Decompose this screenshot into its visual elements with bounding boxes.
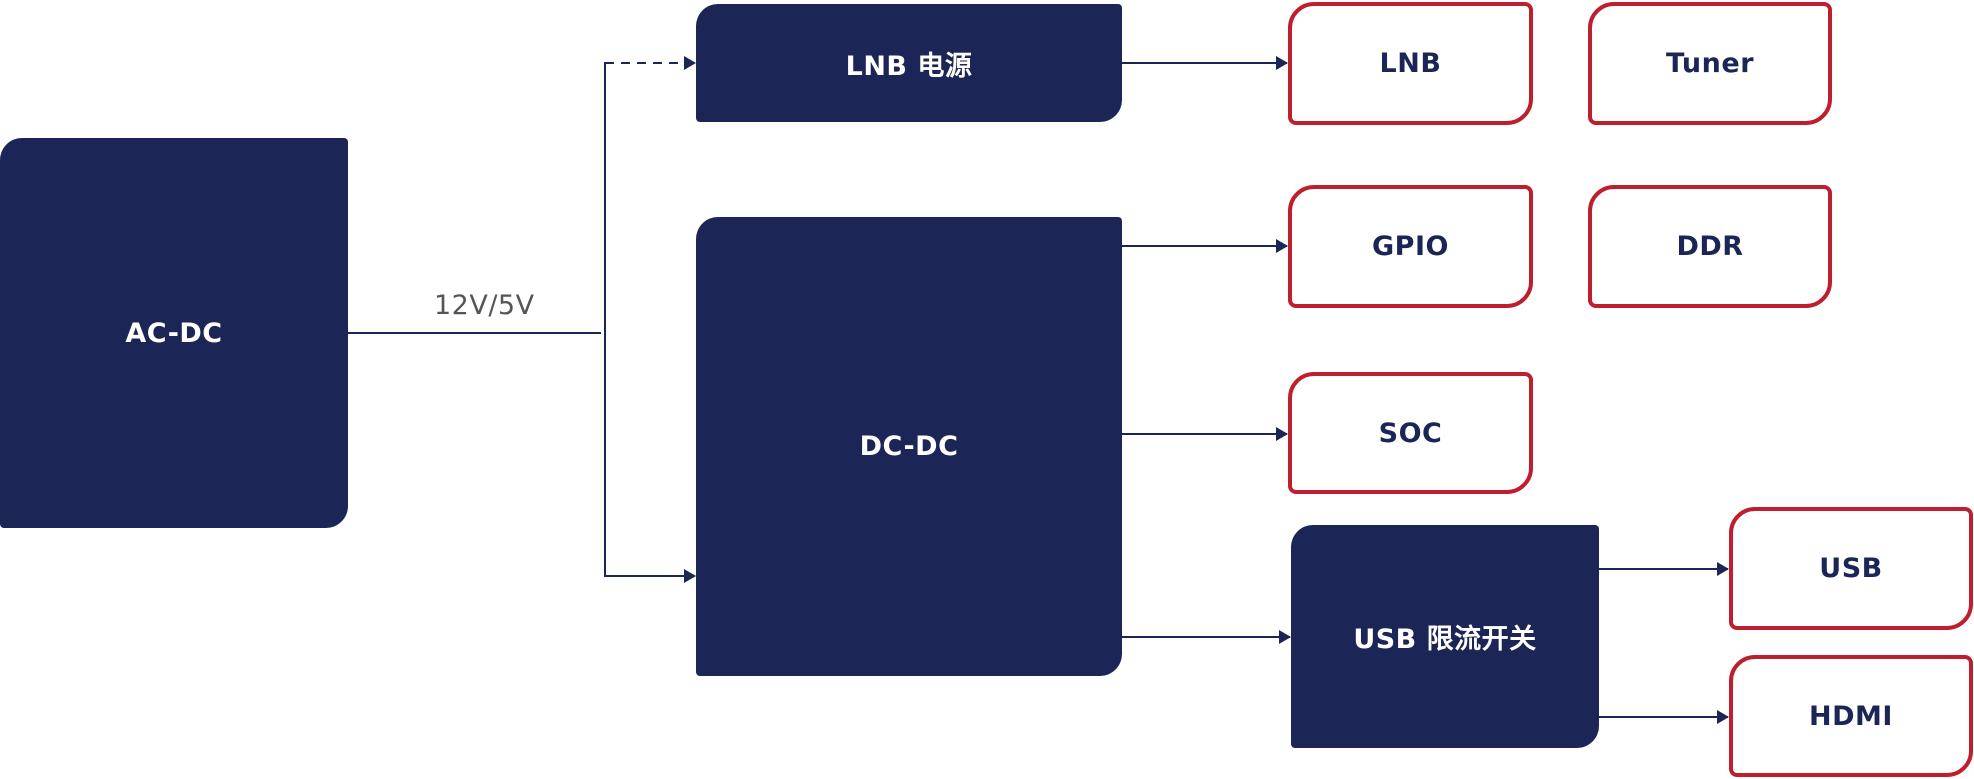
ac-dc-label: AC-DC — [125, 317, 223, 349]
gpio-label: GPIO — [1372, 231, 1449, 262]
hdmi-label: HDMI — [1809, 700, 1893, 732]
ddr-label: DDR — [1676, 231, 1744, 262]
dc-dc-label: DC-DC — [859, 431, 959, 462]
soc-label: SOC — [1378, 417, 1443, 449]
voltage-label: 12V/5V — [434, 290, 535, 321]
tuner-label: Tuner — [1665, 48, 1755, 79]
hdmi-block[interactable]: HDMI — [1729, 655, 1973, 777]
lnb-label: LNB — [1379, 48, 1442, 79]
usb-switch-block[interactable]: USB 限流开关 — [1291, 525, 1599, 748]
lnb-power-label: LNB 电源 — [845, 50, 973, 82]
ddr-block[interactable]: DDR — [1588, 185, 1832, 308]
lnb-block[interactable]: LNB — [1288, 2, 1533, 125]
usb-label: USB — [1819, 553, 1883, 584]
tuner-block[interactable]: Tuner — [1588, 2, 1832, 125]
ac-dc-block[interactable]: AC-DC — [0, 138, 348, 528]
soc-block[interactable]: SOC — [1288, 372, 1533, 494]
usb-block[interactable]: USB — [1729, 507, 1973, 630]
lnb-power-block[interactable]: LNB 电源 — [696, 4, 1122, 122]
usb-switch-label: USB 限流开关 — [1353, 624, 1537, 655]
dc-dc-block[interactable]: DC-DC — [696, 217, 1122, 676]
gpio-block[interactable]: GPIO — [1288, 185, 1533, 308]
